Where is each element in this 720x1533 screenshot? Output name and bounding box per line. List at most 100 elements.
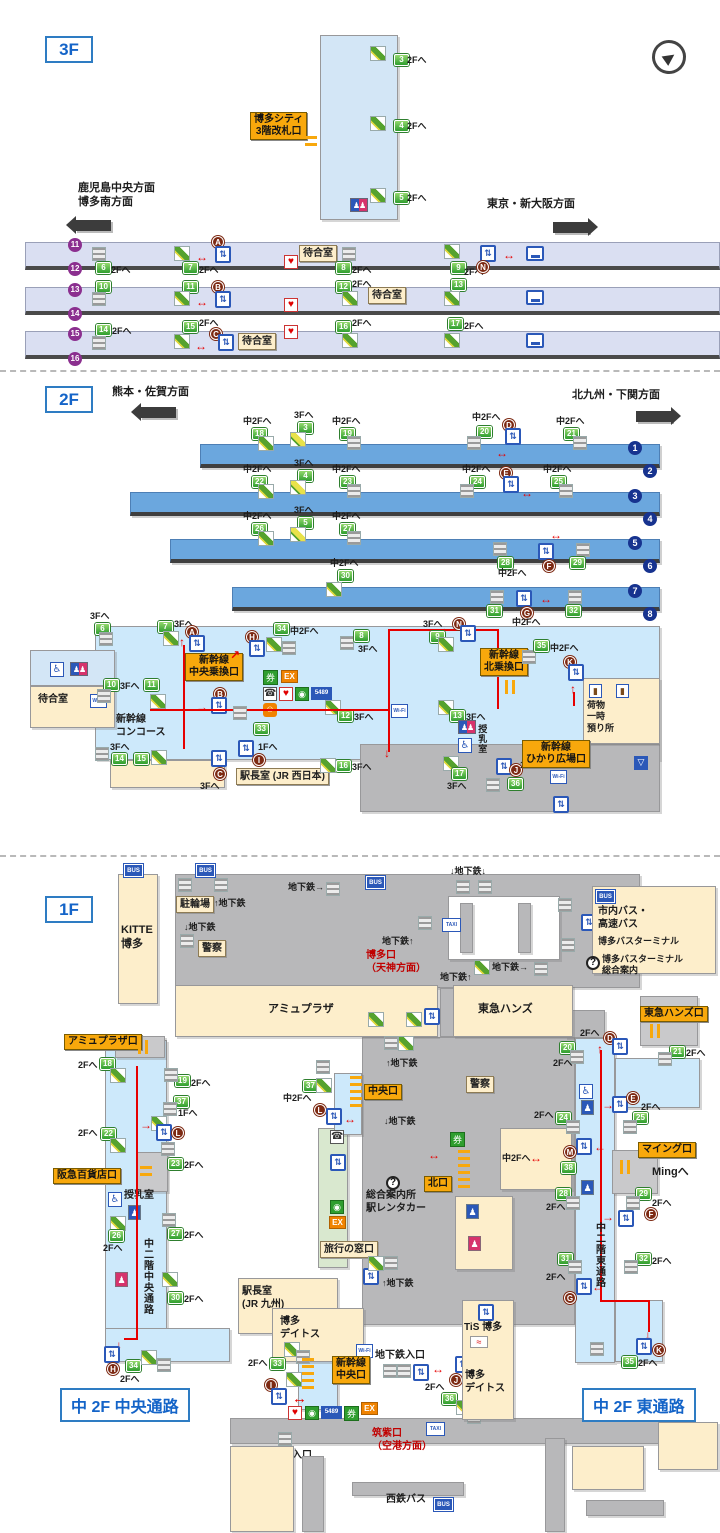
info-center-label: 総合案内所 駅レンタカー — [366, 1190, 426, 1214]
route-arrow-icon: ↓ — [116, 1338, 122, 1352]
escalator-icon — [370, 188, 386, 203]
escalator-icon — [290, 527, 306, 542]
elevator-letter-badge: B — [212, 281, 224, 293]
stairs-icon — [384, 1256, 398, 1270]
escalator-icon — [368, 1012, 384, 1027]
ex-service-icon: EX — [281, 670, 298, 683]
stair-number-badge: 30 — [168, 1292, 183, 1304]
stair-number-badge: 22 — [101, 1128, 116, 1140]
transfer-arrow-icon: ↔ — [195, 339, 207, 353]
aed-icon: ♥ — [284, 255, 298, 269]
elevator-letter-badge: J — [450, 1374, 462, 1386]
escalator-icon — [444, 333, 460, 348]
direction-kagoshima: 鹿児島中央方面 博多南方面 — [78, 182, 155, 208]
escalator-icon — [370, 46, 386, 61]
platform-3-4 — [130, 492, 660, 516]
elevator-icon: ⇅ — [553, 796, 569, 813]
map-text: ↓地下鉄 — [184, 922, 216, 932]
elevator-icon: ⇅ — [271, 1388, 287, 1405]
ticket-gate-icon — [305, 136, 317, 149]
escalator-icon — [444, 291, 460, 306]
stairs-icon — [493, 542, 507, 556]
map-area — [518, 903, 531, 953]
nihon-ryoko-logo: ≈ — [470, 1336, 488, 1348]
direction-kumamoto-saga: 熊本・佐賀方面 — [112, 386, 189, 398]
chikushi-exit-label: 筑紫口 （空港方面） — [372, 1428, 432, 1452]
map-text: 2Fへ — [184, 1160, 204, 1170]
reservation-5489-icon: 5489 — [311, 687, 332, 700]
escalator-icon — [342, 333, 358, 348]
platform-7-8 — [232, 587, 660, 611]
map-text: 2Fへ — [580, 1028, 600, 1038]
stairs-icon — [456, 880, 470, 894]
map-area — [460, 903, 473, 953]
transfer-arrow-icon: ↔ — [496, 446, 508, 460]
escalator-icon — [326, 582, 342, 597]
stair-number-badge: 32 — [566, 605, 581, 617]
map-text: 中2Fへ — [243, 511, 272, 521]
hakata-exit-label: 博多口 （天神方面） — [366, 950, 426, 974]
platform-number-badge: 6 — [643, 559, 657, 573]
stairs-icon — [490, 590, 504, 604]
transfer-arrow-icon: ↔ — [344, 1112, 356, 1126]
floor-label-3f: 3F — [45, 36, 93, 63]
map-text: 2Fへ — [103, 1243, 123, 1253]
route-line — [388, 629, 498, 631]
elevator-icon: ⇅ — [576, 1278, 592, 1295]
gate-label-tokyu-hands: 東急ハンズ口 — [640, 1006, 708, 1022]
hikari-plaza-area — [360, 744, 660, 812]
ticket-gate-icon — [302, 1358, 314, 1392]
platform-number-badge: 8 — [643, 607, 657, 621]
map-text: 中2Fへ — [330, 558, 359, 568]
platform-number-badge: 7 — [628, 584, 642, 598]
smoking-room-icon — [526, 333, 544, 348]
shinkansen-3f-building — [320, 35, 398, 220]
stair-number-badge: 15 — [183, 321, 198, 333]
smoking-room-icon — [526, 290, 544, 305]
map-text: 3Fへ — [294, 505, 314, 515]
escalator-icon — [368, 1256, 384, 1271]
platform-number-badge: 12 — [68, 262, 82, 276]
stair-number-badge: 16 — [336, 760, 351, 772]
map-area — [105, 1328, 230, 1362]
ticket-gate-icon — [505, 680, 516, 694]
map-area — [586, 1500, 664, 1516]
tokyu-hands-label: 東急ハンズ — [478, 1003, 533, 1015]
stair-number-badge: 33 — [270, 1358, 285, 1370]
stairs-icon — [384, 1036, 398, 1050]
toilet-icon: ♟♟ — [458, 720, 476, 734]
stairs-icon — [92, 336, 106, 350]
direction-arrow-left — [66, 216, 111, 234]
route-arrow-icon: → — [602, 1098, 614, 1112]
map-area — [658, 1422, 718, 1470]
room-label: 待合室 — [368, 287, 406, 304]
elevator-icon: ⇅ — [211, 750, 227, 767]
stairs-icon — [566, 1120, 580, 1134]
stair-number-badge: 36 — [442, 1393, 457, 1405]
shinkansen-concourse-label: 新幹線 コンコース — [116, 714, 166, 738]
elevator-letter-badge: J — [510, 764, 522, 776]
elevator-icon: ⇅ — [538, 543, 554, 560]
direction-arrow-left — [131, 403, 176, 421]
ticket-gate-icon — [140, 1166, 152, 1179]
elevator-letter-badge: M — [564, 1146, 576, 1158]
map-text: 2Fへ — [464, 321, 484, 331]
map-text: 3Fへ — [120, 681, 140, 691]
toilet-icon: ♟♟ — [70, 662, 88, 676]
stairs-icon — [566, 1196, 580, 1210]
escalator-icon — [290, 480, 306, 495]
direction-arrow-right — [636, 407, 681, 425]
transfer-arrow-icon: ↔ — [550, 528, 562, 542]
map-text: 2Fへ — [407, 55, 427, 65]
transfer-arrow-icon: ↔ — [503, 248, 515, 262]
route-arrow-icon: → — [196, 700, 208, 714]
transfer-arrow-icon: ↔ — [540, 592, 552, 606]
stairs-icon — [282, 641, 296, 655]
map-text: 地下鉄↑ — [440, 972, 472, 982]
stairs-icon — [163, 1102, 177, 1116]
elevator-icon: ⇅ — [460, 625, 476, 642]
ex-service-icon: EX — [361, 1402, 378, 1415]
stairs-icon — [161, 1142, 175, 1156]
stairs-icon — [95, 747, 109, 761]
bus-icon: BUS — [434, 1498, 453, 1511]
